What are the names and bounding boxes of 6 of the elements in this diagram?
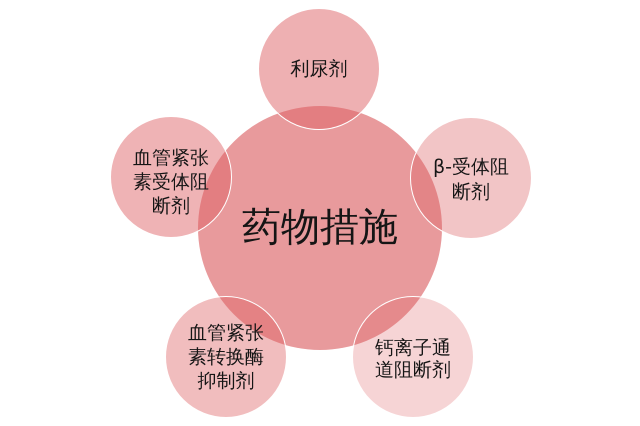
node-label: 血管紧张素转换酶抑制剂 [187, 321, 265, 393]
node-label: 血管紧张素受体阻断剂 [132, 146, 210, 218]
node-label: β-受体阻断剂 [432, 155, 510, 205]
node-label: 药物措施 [241, 205, 399, 251]
node-label: 钙离子通道阻断剂 [374, 336, 452, 381]
node-label: 利尿剂 [290, 57, 348, 81]
